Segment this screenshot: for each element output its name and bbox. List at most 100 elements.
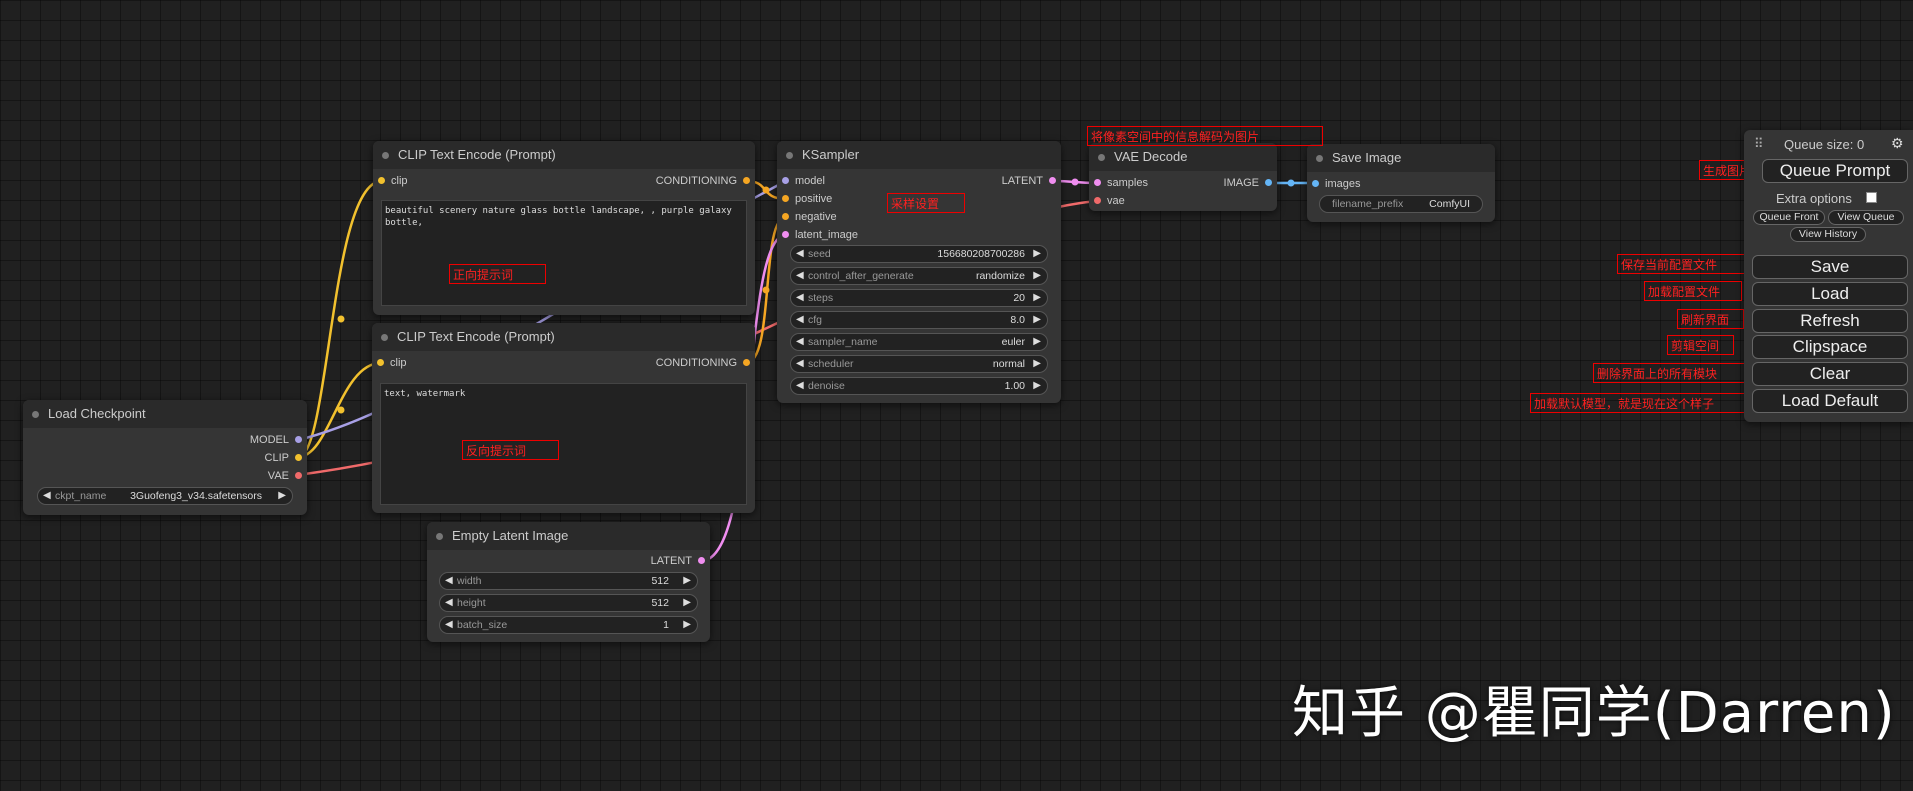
refresh-button[interactable]: Refresh (1752, 309, 1908, 333)
widget-ckpt-name[interactable]: ◀ ckpt_name 3Guofeng3_v34.safetensors ▶ (37, 487, 293, 505)
input-dot[interactable] (377, 359, 384, 366)
output-dot[interactable] (743, 359, 750, 366)
input-dot[interactable] (1312, 180, 1319, 187)
collapse-dot[interactable] (381, 334, 388, 341)
node-title[interactable]: CLIP Text Encode (Prompt) (372, 323, 755, 351)
queue-front-button[interactable]: Queue Front (1753, 210, 1825, 225)
node-title[interactable]: Empty Latent Image (427, 522, 710, 550)
widget-scheduler[interactable]: ◀ scheduler normal ▶ (790, 355, 1048, 373)
widget-cfg[interactable]: ◀ cfg 8.0 ▶ (790, 311, 1048, 329)
widget-sampler-name[interactable]: ◀ sampler_name euler ▶ (790, 333, 1048, 351)
increment-icon[interactable]: ▶ (1033, 358, 1041, 369)
collapse-dot[interactable] (1316, 155, 1323, 162)
decrement-icon[interactable]: ◀ (796, 314, 804, 325)
collapse-dot[interactable] (436, 533, 443, 540)
widget-width[interactable]: ◀ width 512 ▶ (439, 572, 698, 590)
input-latent-image[interactable]: latent_image (777, 227, 858, 243)
input-negative[interactable]: negative (777, 209, 837, 225)
widget-denoise[interactable]: ◀ denoise 1.00 ▶ (790, 377, 1048, 395)
decrement-icon[interactable]: ◀ (43, 490, 51, 501)
increment-icon[interactable]: ▶ (1033, 380, 1041, 391)
input-images[interactable]: images (1307, 176, 1360, 192)
collapse-dot[interactable] (786, 152, 793, 159)
output-dot[interactable] (295, 436, 302, 443)
decrement-icon[interactable]: ◀ (796, 336, 804, 347)
increment-icon[interactable]: ▶ (683, 619, 691, 630)
clipspace-button[interactable]: Clipspace (1752, 335, 1908, 359)
node-title[interactable]: Load Checkpoint (23, 400, 307, 428)
node-title[interactable]: VAE Decode (1089, 143, 1277, 171)
collapse-dot[interactable] (1098, 154, 1105, 161)
collapse-dot[interactable] (382, 152, 389, 159)
increment-icon[interactable]: ▶ (683, 575, 691, 586)
decrement-icon[interactable]: ◀ (445, 575, 453, 586)
output-dot[interactable] (1265, 179, 1272, 186)
input-dot[interactable] (782, 177, 789, 184)
input-samples[interactable]: samples (1089, 175, 1148, 191)
input-dot[interactable] (782, 213, 789, 220)
output-clip[interactable]: CLIP (265, 450, 307, 466)
load-default-button[interactable]: Load Default (1752, 389, 1908, 413)
decrement-icon[interactable]: ◀ (796, 292, 804, 303)
increment-icon[interactable]: ▶ (1033, 336, 1041, 347)
decrement-icon[interactable]: ◀ (796, 380, 804, 391)
load-button[interactable]: Load (1752, 282, 1908, 306)
view-queue-button[interactable]: View Queue (1828, 210, 1904, 225)
decrement-icon[interactable]: ◀ (796, 248, 804, 259)
view-history-button[interactable]: View History (1790, 227, 1866, 242)
output-dot[interactable] (1049, 177, 1056, 184)
prompt-textarea[interactable]: beautiful scenery nature glass bottle la… (381, 200, 747, 306)
node-title[interactable]: KSampler (777, 141, 1061, 169)
decrement-icon[interactable]: ◀ (445, 619, 453, 630)
input-positive[interactable]: positive (777, 191, 832, 207)
node-empty-latent-image[interactable]: Empty Latent Image LATENT ◀ width 512 ▶ … (427, 522, 710, 642)
input-vae[interactable]: vae (1089, 193, 1125, 209)
settings-gear-icon[interactable]: ⚙ (1891, 135, 1904, 151)
widget-batch-size[interactable]: ◀ batch_size 1 ▶ (439, 616, 698, 634)
output-dot[interactable] (698, 557, 705, 564)
widget-steps[interactable]: ◀ steps 20 ▶ (790, 289, 1048, 307)
output-dot[interactable] (295, 454, 302, 461)
input-dot[interactable] (1094, 179, 1101, 186)
extra-options-checkbox[interactable] (1866, 192, 1877, 203)
decrement-icon[interactable]: ◀ (796, 270, 804, 281)
input-dot[interactable] (1094, 197, 1101, 204)
decrement-icon[interactable]: ◀ (796, 358, 804, 369)
save-button[interactable]: Save (1752, 255, 1908, 279)
node-clip-text-encode-positive[interactable]: CLIP Text Encode (Prompt) clip CONDITION… (373, 141, 755, 315)
node-title[interactable]: CLIP Text Encode (Prompt) (373, 141, 755, 169)
increment-icon[interactable]: ▶ (1033, 292, 1041, 303)
output-dot[interactable] (743, 177, 750, 184)
node-load-checkpoint[interactable]: Load Checkpoint MODEL CLIP VAE ◀ ckpt_na… (23, 400, 307, 515)
input-dot[interactable] (782, 231, 789, 238)
node-save-image[interactable]: Save Image images filename_prefix ComfyU… (1307, 144, 1495, 222)
input-dot[interactable] (782, 195, 789, 202)
output-image[interactable]: IMAGE (1224, 175, 1277, 191)
output-model[interactable]: MODEL (250, 432, 307, 448)
output-conditioning[interactable]: CONDITIONING (656, 173, 755, 189)
output-vae[interactable]: VAE (268, 468, 307, 484)
widget-control-after-generate[interactable]: ◀ control_after_generate randomize ▶ (790, 267, 1048, 285)
decrement-icon[interactable]: ◀ (445, 597, 453, 608)
node-vae-decode[interactable]: VAE Decode samples vae IMAGE (1089, 143, 1277, 211)
node-clip-text-encode-negative[interactable]: CLIP Text Encode (Prompt) clip CONDITION… (372, 323, 755, 513)
node-title[interactable]: Save Image (1307, 144, 1495, 172)
widget-filename-prefix[interactable]: filename_prefix ComfyUI (1319, 195, 1483, 213)
increment-icon[interactable]: ▶ (1033, 270, 1041, 281)
prompt-textarea[interactable]: text, watermark (380, 383, 747, 505)
queue-prompt-button[interactable]: Queue Prompt (1762, 159, 1908, 183)
increment-icon[interactable]: ▶ (683, 597, 691, 608)
widget-seed[interactable]: ◀ seed 156680208700286 ▶ (790, 245, 1048, 263)
increment-icon[interactable]: ▶ (278, 490, 286, 501)
output-dot[interactable] (295, 472, 302, 479)
increment-icon[interactable]: ▶ (1033, 248, 1041, 259)
input-clip[interactable]: clip (372, 355, 407, 371)
clear-button[interactable]: Clear (1752, 362, 1908, 386)
output-latent[interactable]: LATENT (1002, 173, 1061, 189)
input-dot[interactable] (378, 177, 385, 184)
output-conditioning[interactable]: CONDITIONING (656, 355, 755, 371)
input-clip[interactable]: clip (373, 173, 408, 189)
drag-handle-icon[interactable]: ⠿ (1754, 136, 1764, 151)
increment-icon[interactable]: ▶ (1033, 314, 1041, 325)
node-ksampler[interactable]: KSampler model positive negative latent_… (777, 141, 1061, 403)
